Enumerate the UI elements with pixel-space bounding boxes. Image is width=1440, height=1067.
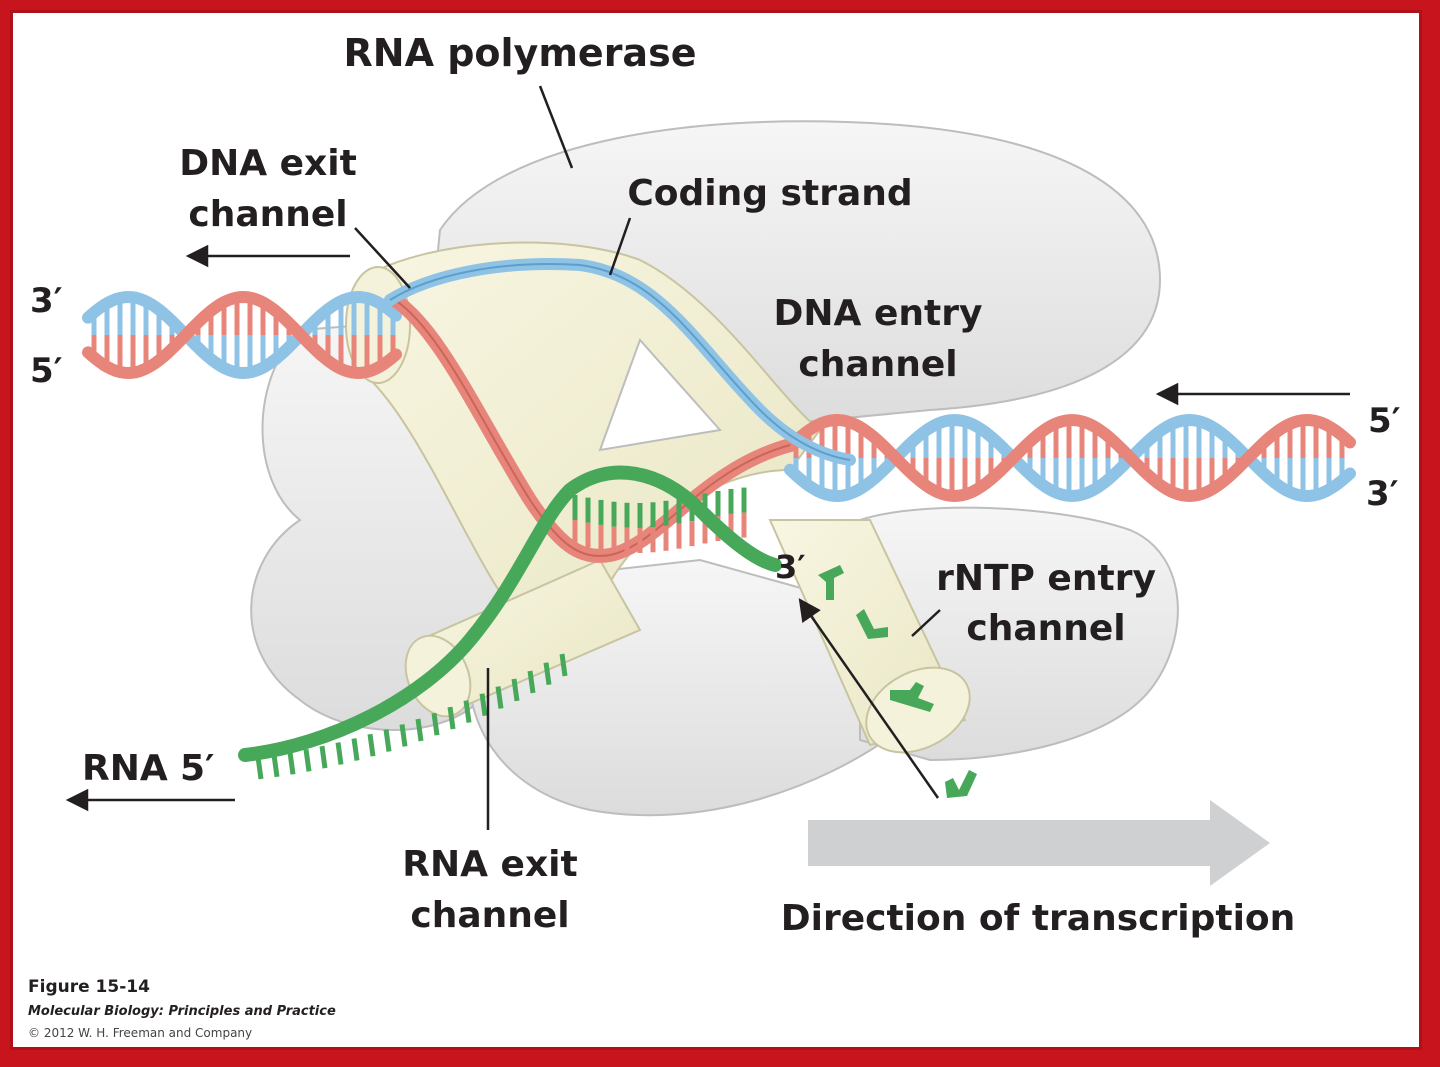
rntp-in-arrow [798, 598, 940, 799]
rna-5prime-label: 5′ [180, 748, 215, 789]
right-helix-template-strand [784, 413, 1356, 503]
rna-base-13 [463, 700, 472, 723]
rna-base-7 [367, 733, 376, 757]
arrows [65, 244, 1350, 812]
rna-exit-label-line1: RNA exit [402, 844, 577, 885]
labels: RNA polymerase DNA exit channel Coding s… [30, 31, 1401, 939]
dna-entry-label-line2: channel [798, 344, 957, 385]
cleft-triangle [598, 338, 722, 452]
rna-base-10 [415, 718, 424, 742]
rntp-4 [945, 770, 977, 798]
figure-caption: Figure 15-14 Molecular Biology: Principl… [28, 977, 336, 1040]
rna-backbone [238, 465, 782, 762]
rna-polymerase-leader [538, 85, 574, 169]
rntp-3 [890, 682, 934, 712]
left-helix-strands [82, 290, 402, 380]
rna-base-4 [319, 745, 328, 769]
rna-base-17 [527, 670, 536, 694]
rna-base-5 [335, 742, 344, 765]
rna-base-9 [399, 724, 408, 747]
rna-base-11 [431, 712, 440, 736]
rntp-entry-label-line2: channel [966, 608, 1125, 649]
right-helix-strands [784, 413, 1356, 503]
rna-base-18 [543, 662, 552, 686]
rna-base-2 [287, 751, 296, 775]
dna-exit-leader [354, 227, 411, 289]
leader-lines [354, 85, 941, 830]
left-3prime-label: 3′ [30, 281, 63, 321]
rna-base-14 [479, 693, 488, 717]
left-helix-template-strand [82, 290, 402, 380]
rntp-entry-label-line1: rNTP entry [936, 558, 1156, 599]
book-title: Molecular Biology: Principles and Practi… [28, 1004, 336, 1019]
copyright: © 2012 W. H. Freeman and Company [28, 1026, 252, 1040]
rna-base-1 [271, 754, 280, 778]
coding-strand-label: Coding strand [627, 173, 912, 214]
left-helix-coding-strand [82, 290, 402, 380]
rna-exit-label-line2: channel [410, 895, 569, 936]
rna-base-0 [255, 756, 264, 780]
rna-strand [238, 465, 782, 780]
left-5prime-label: 5′ [30, 351, 63, 391]
coding-strand-bubble-edge [389, 263, 851, 461]
rna-bases [255, 653, 568, 780]
right-helix-coding-strand [784, 413, 1356, 503]
rna-base-16 [511, 678, 520, 702]
dna-exit-label-line2: channel [188, 194, 347, 235]
rntp-2 [856, 609, 888, 639]
rntp-molecules [818, 565, 977, 798]
dna-exit-label-line1: DNA exit [179, 143, 357, 184]
rna-polymerase-label: RNA polymerase [344, 31, 697, 75]
rna-base-19 [559, 653, 568, 677]
dna-helix [82, 258, 1356, 563]
figure-number: Figure 15-14 [28, 977, 150, 997]
rna-base-3 [303, 749, 312, 772]
rna-base-15 [495, 686, 504, 709]
right-helix-base-pairs [793, 420, 1345, 496]
direction-label: Direction of transcription [781, 898, 1296, 939]
rna-base-12 [447, 706, 456, 730]
rntp-entry-leader [911, 609, 941, 637]
rna-label: RNA [82, 748, 168, 789]
rna-base-6 [351, 738, 360, 761]
rna-3prime-label: 3′ [775, 548, 806, 586]
rntp-1 [818, 565, 844, 600]
coding-strand-leader [608, 217, 632, 276]
direction-arrow [808, 800, 1270, 886]
right-3prime-label: 3′ [1366, 474, 1399, 514]
right-5prime-label: 5′ [1368, 401, 1401, 441]
rna-base-8 [383, 729, 392, 752]
dna-entry-label-line1: DNA entry [774, 293, 983, 334]
